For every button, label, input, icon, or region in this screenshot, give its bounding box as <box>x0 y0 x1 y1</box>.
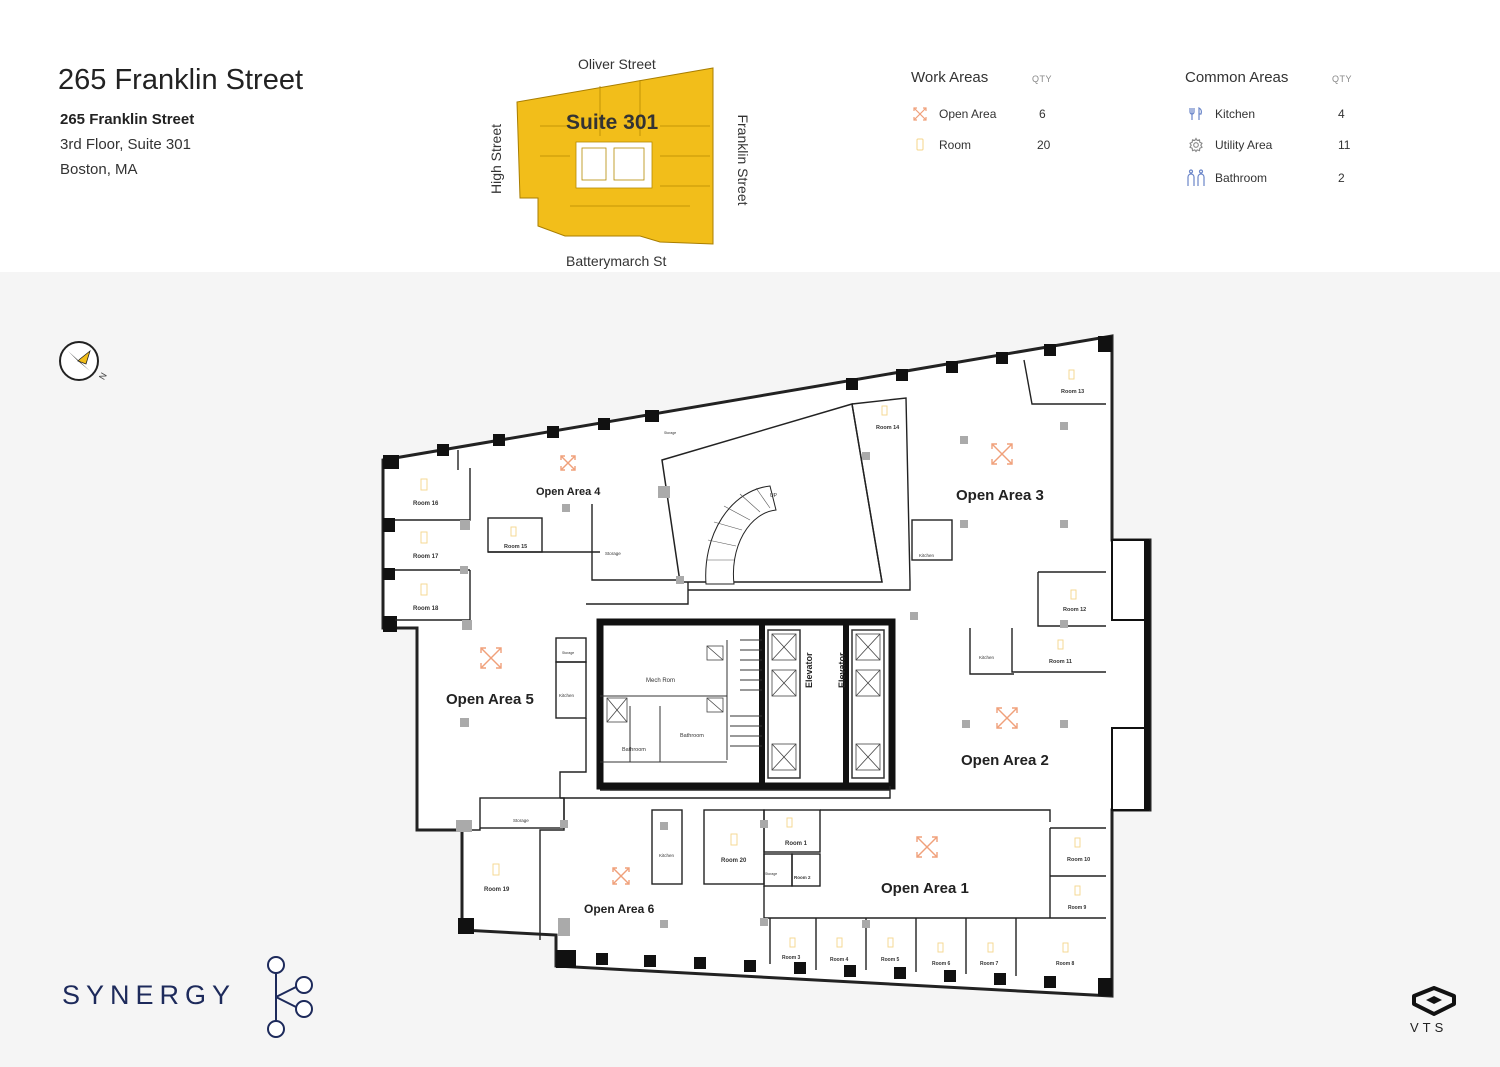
key-plan-suite-label: Suite 301 <box>566 111 659 134</box>
room-20-label: Room 20 <box>721 858 747 864</box>
legend-work-title: Work Areas <box>911 69 989 86</box>
vts-logo-icon <box>1412 986 1456 1016</box>
mech-room-label: Mech Rom <box>646 678 675 684</box>
room-9-label: Room 9 <box>1068 905 1087 911</box>
facade-columns <box>383 336 1112 996</box>
kitchen-3-label: Kitchen <box>559 693 575 698</box>
room-3-label: Room 3 <box>782 955 801 961</box>
room-19-label: Room 19 <box>484 887 510 893</box>
legend-common-qty-header: QTY <box>1332 74 1353 84</box>
room-16-label: Room 16 <box>413 501 439 507</box>
synergy-logo-text: SYNERGY <box>62 980 237 1010</box>
header-panel <box>0 0 1500 272</box>
gear-icon <box>1189 137 1203 153</box>
open-area-4-label: Open Area 4 <box>536 486 601 498</box>
open-area-markers <box>480 443 1018 885</box>
room-2-label: Room 2 <box>794 875 811 880</box>
open-area-1-label: Open Area 1 <box>881 880 969 897</box>
address-line-2: 3rd Floor, Suite 301 <box>60 136 191 153</box>
street-south: Batterymarch St <box>566 253 667 269</box>
structural-columns <box>456 422 1068 936</box>
room-13-label: Room 13 <box>1061 389 1084 395</box>
page-title: 265 Franklin Street <box>58 64 304 96</box>
room-4-label: Room 4 <box>830 957 849 963</box>
room-18-label: Room 18 <box>413 606 439 612</box>
open-area-5-label: Open Area 5 <box>446 691 534 708</box>
legend-kitchen-label: Kitchen <box>1215 107 1256 121</box>
elevator-1-label: Elevator <box>804 652 814 688</box>
legend-open-area-qty: 6 <box>1039 107 1046 121</box>
open-area-2-label: Open Area 2 <box>961 752 1049 769</box>
bathroom-icon <box>1187 169 1205 186</box>
storage-4-label: Storage <box>664 431 676 435</box>
address-line-3: Boston, MA <box>60 161 138 178</box>
interior-walls <box>395 359 1106 976</box>
storage-1-label: Storage <box>605 551 621 556</box>
kitchen-icon <box>1189 107 1202 120</box>
core-bathroom-2-label: Bathroom <box>680 733 704 739</box>
kitchen-4-label: Kitchen <box>659 853 675 858</box>
legend-bathroom-label: Bathroom <box>1215 171 1268 185</box>
storage-2-label: Storage <box>513 818 529 823</box>
room-15-label: Room 15 <box>504 544 527 550</box>
room-7-label: Room 7 <box>980 961 999 967</box>
vts-logo-text: VTS <box>1410 1020 1448 1035</box>
room-icon <box>916 138 924 151</box>
synergy-logo-icon <box>267 956 313 1038</box>
compass-icon: N <box>59 341 109 382</box>
elevator-2-label: Elevator <box>837 652 847 688</box>
room-8-label: Room 8 <box>1056 961 1075 967</box>
core-bathroom-1-label: Bathroom <box>622 747 646 753</box>
storage-3-label: Storage <box>562 651 574 655</box>
stair-up-label: UP <box>770 493 778 499</box>
legend-room-label: Room <box>939 138 972 152</box>
legend-bathroom-qty: 2 <box>1338 171 1345 185</box>
room-10-label: Room 10 <box>1067 857 1090 863</box>
kitchen-1-label: Kitchen <box>919 553 935 558</box>
kitchen-2-label: Kitchen <box>979 655 995 660</box>
legend-open-area-label: Open Area <box>939 107 997 121</box>
open-area-6-label: Open Area 6 <box>584 902 655 916</box>
room-6-label: Room 6 <box>932 961 951 967</box>
key-plan-map: Suite 301 <box>516 67 714 245</box>
street-north: Oliver Street <box>578 56 656 72</box>
open-area-3-label: Open Area 3 <box>956 487 1044 504</box>
legend-common-title: Common Areas <box>1185 69 1289 86</box>
compass-north-label: N <box>97 371 109 382</box>
room-11-label: Room 11 <box>1049 659 1072 665</box>
legend-utility-label: Utility Area <box>1215 138 1273 152</box>
address-line-1: 265 Franklin Street <box>60 111 195 128</box>
storage-5-label: Storage <box>765 872 777 876</box>
legend-utility-qty: 11 <box>1338 138 1351 152</box>
room-17-label: Room 17 <box>413 554 439 560</box>
room-14-label: Room 14 <box>876 425 900 431</box>
room-1-label: Room 1 <box>785 841 808 847</box>
open-area-icon <box>913 107 927 121</box>
legend-kitchen-qty: 4 <box>1338 107 1345 121</box>
legend-work-qty-header: QTY <box>1032 74 1053 84</box>
room-12-label: Room 12 <box>1063 607 1086 613</box>
legend-room-qty: 20 <box>1037 138 1051 152</box>
room-5-label: Room 5 <box>881 957 900 963</box>
room-markers <box>420 369 1081 953</box>
